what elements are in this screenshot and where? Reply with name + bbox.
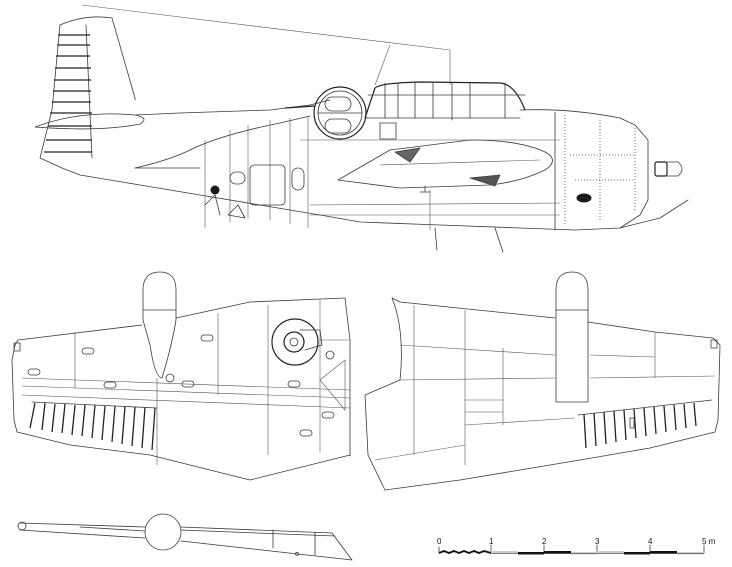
side-view xyxy=(34,4,689,253)
scale-label-0: 0 xyxy=(437,537,442,546)
top-view-left-wing xyxy=(11,271,351,481)
scale-label-1: 1 xyxy=(489,537,494,546)
underside-view-right-wing xyxy=(364,271,721,491)
scale-label-2: 2 xyxy=(542,537,547,546)
front-view xyxy=(17,513,353,561)
scale-label-3: 3 xyxy=(595,537,600,546)
scale-label-5m: 5 m xyxy=(702,537,716,546)
scale-bar xyxy=(438,544,705,555)
scale-label-4: 4 xyxy=(648,537,653,546)
